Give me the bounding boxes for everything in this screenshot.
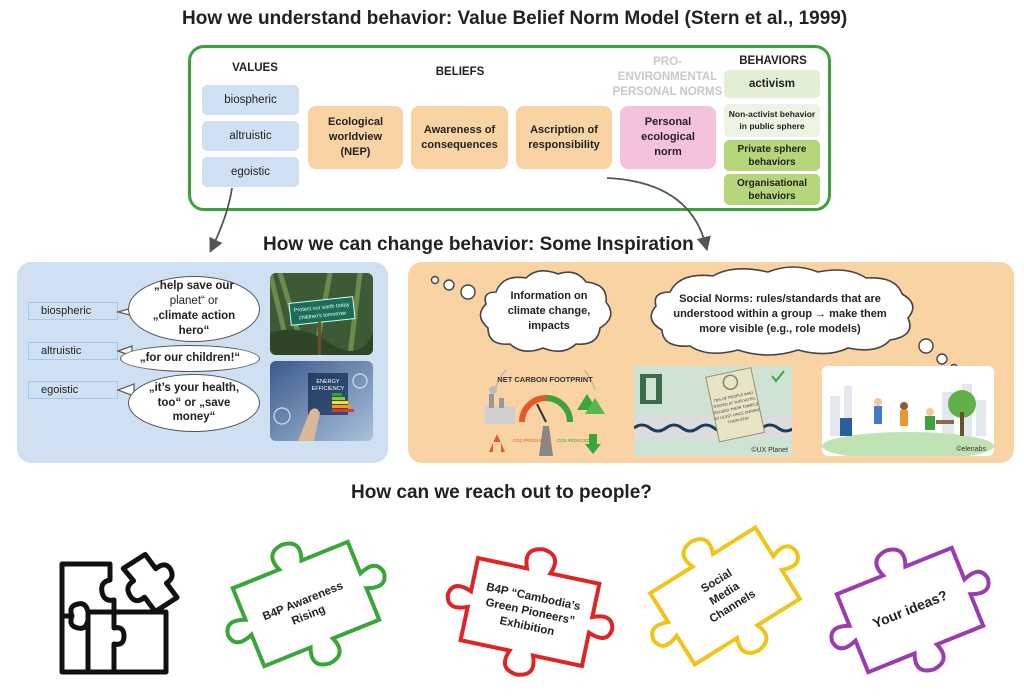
belief-awareness-of-consequences: Awareness of consequences <box>411 106 508 169</box>
label-altruistic: altruistic <box>28 342 118 360</box>
connector-arrows <box>209 177 711 253</box>
belief-2-line2: consequences <box>421 138 498 151</box>
bubble1-line1: „help save our <box>154 280 234 293</box>
behavior-4-line1: Organisational <box>736 177 807 189</box>
vbn-model-frame <box>188 45 831 211</box>
cloud2-line2: understood within a group → make them <box>673 307 887 320</box>
label-egoistic: egoistic <box>28 381 118 399</box>
behavior-activism: activism <box>724 70 820 98</box>
belief-ascription-of-responsibility: Ascription of responsibility <box>516 106 612 169</box>
behavior-4-line2: behaviors <box>748 190 796 202</box>
energy-line1: ENERGY <box>316 379 340 385</box>
reach-title: How can we reach out to people? <box>351 482 652 503</box>
bubble-altruistic-message: „for our children!“ <box>120 345 260 372</box>
behaviors-header: BEHAVIORS <box>739 55 807 67</box>
bubble2-line1: „for our children!“ <box>139 352 241 365</box>
jigsaw-puzzle-icon <box>59 551 180 675</box>
cloud-social-norms <box>650 266 914 356</box>
behavior-2-line2: in public sphere <box>739 120 805 131</box>
arrow-norms-to-inspiration <box>606 177 711 252</box>
norms-header-line1: PRO- <box>653 56 682 68</box>
norm-line1: Personal <box>644 116 692 129</box>
behavior-3-line1: Private sphere <box>737 143 807 155</box>
label-biospheric: biospheric <box>28 302 118 320</box>
beliefs-header: BELIEFS <box>435 66 485 78</box>
bubble-egoistic-message: „it’s your health, too“ or „save money“ <box>128 374 260 432</box>
credit-elenabs: ©elenabs <box>956 446 986 453</box>
credit-ux-planet: ©UX Planet <box>751 447 788 454</box>
photo-energy-efficiency: ENERGY EFFICIENCY <box>270 361 373 441</box>
cloud2-dot-large <box>918 338 934 354</box>
belief-3-line1: Ascription of <box>530 123 598 136</box>
bubble3-line3: money“ <box>172 411 216 424</box>
cloud1-dot-medium <box>443 279 455 291</box>
behavior-2-line1: Non-activist behavior <box>728 109 816 120</box>
change-title: How we can change behavior: Some Inspira… <box>263 234 694 255</box>
belief-ecological-worldview: Ecological worldview(NEP) <box>308 106 403 169</box>
illustration-park-cleanup: ©elenabs <box>822 366 994 456</box>
cloud2-dot-medium <box>936 353 948 365</box>
belief-3-line2: responsibility <box>528 138 600 151</box>
cloud1-line3: impacts <box>528 319 570 332</box>
value-egoistic: egoistic <box>202 157 299 187</box>
cloud-information-text: Information on climate change, impacts <box>490 289 608 334</box>
norm-line2: ecological <box>641 131 695 144</box>
cloud-information <box>479 270 612 352</box>
illustration-hotel-towel-tag: 75% OF PEOPLE WHO STAYED AT THIS HOTEL R… <box>633 366 795 456</box>
energy-line2: EFFICIENCY <box>312 386 345 392</box>
behavior-1-line1: activism <box>748 77 796 90</box>
belief-1-line1: Ecological <box>327 116 384 129</box>
bubble1-line3: „climate action <box>152 310 236 322</box>
value-altruistic: altruistic <box>202 121 299 151</box>
bubble1-line2: planet“ or <box>169 295 219 308</box>
norms-header-line3: PERSONAL NORMS <box>612 85 723 98</box>
bubble-biospheric-message: „help save our planet“ or „climate action h… <box>128 276 260 342</box>
norms-header: PRO- ENVIRONMENTAL PERSONAL NORMS <box>605 55 730 100</box>
bubble3-line2: too“ or „save <box>157 396 231 409</box>
arrow-values-to-inspiration <box>209 187 233 253</box>
cloud1-dot-large <box>460 284 476 300</box>
cloud-social-norms-text: Social Norms: rules/standards that are u… <box>660 292 900 337</box>
footprint-reduced: CO2 REDUCED <box>557 438 591 443</box>
sign-line2: children's tomorrow <box>299 311 347 322</box>
norms-header-line2: ENVIRONMENTAL <box>617 70 718 83</box>
footprint-title: NET CARBON FOOTPRINT <box>497 375 593 384</box>
tag-line5: THEIR STAY <box>727 416 750 425</box>
cloud1-line1: Information on <box>510 290 588 302</box>
cloud1-dot-small <box>430 275 440 285</box>
value-biospheric: biospheric <box>202 85 299 115</box>
vbn-title: How we understand behavior: Value Belief… <box>182 8 848 29</box>
bubble3-line1: „it’s your health, <box>148 381 240 394</box>
belief-1-line2: worldview <box>328 131 383 144</box>
illustration-carbon-footprint: NET CARBON FOOTPRINT CO2 PRODUCED CO2 RE… <box>477 351 613 456</box>
cloud2-line3: more visible (e.g., role models) <box>699 322 861 335</box>
values-header: VALUES <box>232 62 278 74</box>
belief-2-line1: Awareness of <box>423 123 496 136</box>
behavior-3-line2: behaviors <box>748 156 796 168</box>
cloud1-line2: climate change, <box>507 304 591 317</box>
footprint-produced: CO2 PRODUCED <box>513 438 550 443</box>
cloud2-line1: Social Norms: rules/standards that are <box>679 293 881 305</box>
norm-line3: norm <box>654 145 682 158</box>
belief-1-line3: (NEP) <box>340 145 371 158</box>
photo-protect-earth-sign: Protect our earth today children's tomor… <box>270 273 373 355</box>
bubble1-line4: hero“ <box>178 324 210 337</box>
sign-line1: Protect our earth today <box>294 302 351 314</box>
